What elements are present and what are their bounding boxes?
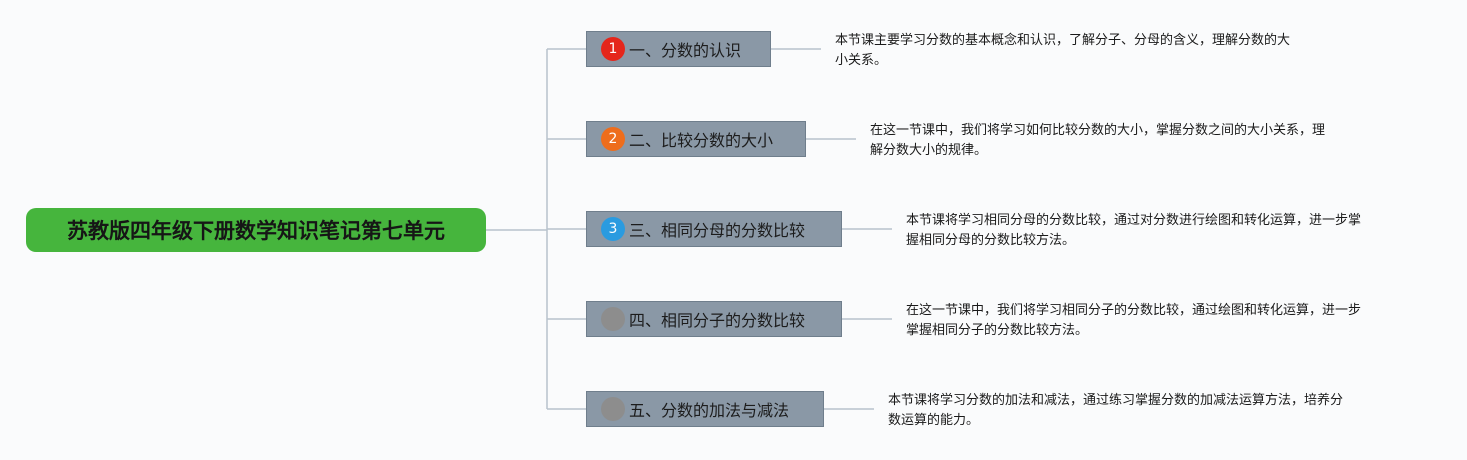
branch-topic[interactable]: 五、分数的加法与减法 bbox=[586, 391, 824, 427]
branch-description: 本节课将学习分数的加法和减法，通过练习掌握分数的加减法运算方法，培养分数运算的能… bbox=[888, 391, 1388, 431]
branch-title: 二、比较分数的大小 bbox=[629, 131, 774, 150]
branch-description: 本节课主要学习分数的基本概念和认识，了解分子、分母的含义，理解分数的大小关系。 bbox=[835, 31, 1335, 71]
description-line: 本节课将学习相同分母的分数比较，通过对分数进行绘图和转化运算，进一步掌 bbox=[906, 213, 1362, 228]
number-marker-icon: 2 bbox=[601, 127, 625, 151]
branch-description: 本节课将学习相同分母的分数比较，通过对分数进行绘图和转化运算，进一步掌握相同分母… bbox=[906, 211, 1406, 251]
description-line: 本节课主要学习分数的基本概念和认识，了解分子、分母的含义，理解分数的大 bbox=[835, 33, 1291, 48]
number-marker-icon: 3 bbox=[601, 217, 625, 241]
description-line: 本节课将学习分数的加法和减法，通过练习掌握分数的加减法运算方法，培养分 bbox=[888, 393, 1344, 408]
branch-title: 三、相同分母的分数比较 bbox=[629, 221, 806, 240]
description-line: 数运算的能力。 bbox=[888, 413, 980, 428]
description-line: 解分数大小的规律。 bbox=[870, 143, 988, 158]
number-marker-icon bbox=[601, 397, 625, 421]
number-marker-icon bbox=[601, 307, 625, 331]
description-line: 在这一节课中，我们将学习相同分子的分数比较，通过绘图和转化运算，进一步 bbox=[906, 303, 1362, 318]
branch-description: 在这一节课中，我们将学习相同分子的分数比较，通过绘图和转化运算，进一步掌握相同分… bbox=[906, 301, 1406, 341]
description-line: 握相同分母的分数比较方法。 bbox=[906, 233, 1076, 248]
description-line: 在这一节课中，我们将学习如何比较分数的大小，掌握分数之间的大小关系，理 bbox=[870, 123, 1326, 138]
number-marker-icon: 1 bbox=[601, 37, 625, 61]
description-line: 掌握相同分子的分数比较方法。 bbox=[906, 323, 1089, 338]
branch-description: 在这一节课中，我们将学习如何比较分数的大小，掌握分数之间的大小关系，理解分数大小… bbox=[870, 121, 1370, 161]
branch-title: 五、分数的加法与减法 bbox=[629, 401, 790, 420]
branch-topic[interactable]: 四、相同分子的分数比较 bbox=[586, 301, 842, 337]
branch-title: 一、分数的认识 bbox=[629, 41, 742, 60]
root-topic[interactable]: 苏教版四年级下册数学知识笔记第七单元 bbox=[26, 208, 486, 252]
description-line: 小关系。 bbox=[835, 53, 888, 68]
branch-title: 四、相同分子的分数比较 bbox=[629, 311, 806, 330]
